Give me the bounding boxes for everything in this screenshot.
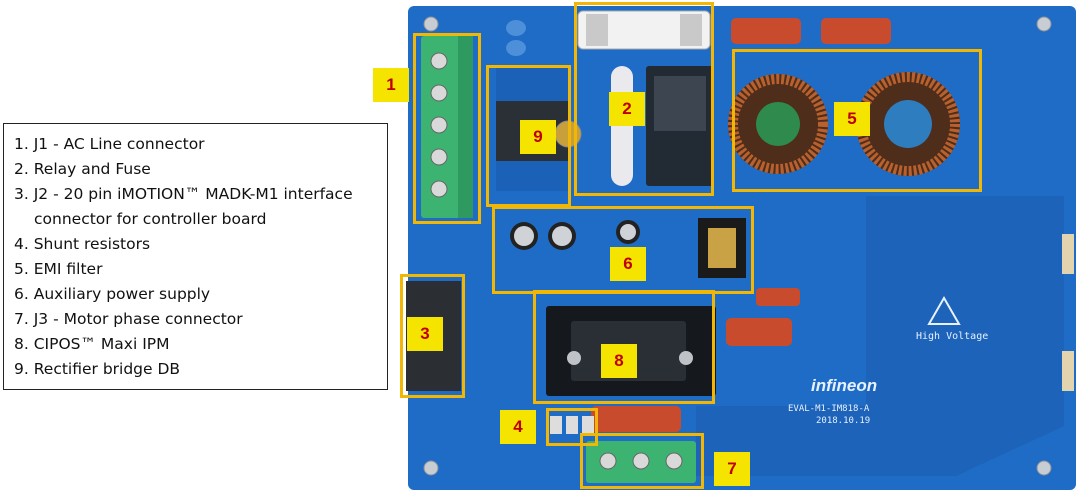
board-model: EVAL-M1-IM818-A (788, 404, 870, 414)
callout-8-badge: 8 (601, 344, 637, 378)
legend-item-8: 8. CIPOS™ Maxi IPM (14, 335, 170, 353)
pcb-artwork (406, 10, 1074, 483)
legend-item-4: 4. Shunt resistors (14, 235, 151, 253)
callout-3-badge: 3 (407, 317, 443, 351)
legend-item-3: 3. J2 - 20 pin iMOTION™ MADK-M1 interfac… (14, 185, 353, 203)
board-date: 2018.10.19 (816, 416, 871, 426)
callout-1-box (413, 33, 481, 224)
callout-2-box (574, 2, 714, 196)
callout-9-box (486, 65, 571, 207)
legend-box: 1. J1 - AC Line connector 2. Relay and F… (3, 123, 388, 390)
legend-item-7: 7. J3 - Motor phase connector (14, 310, 243, 328)
callout-4-badge: 4 (500, 410, 536, 444)
legend-item-2: 2. Relay and Fuse (14, 160, 151, 178)
legend-item-6: 6. Auxiliary power supply (14, 285, 211, 303)
callout-9-badge: 9 (520, 120, 556, 154)
callout-4-box (546, 408, 598, 446)
high-voltage-label: High Voltage (916, 331, 989, 342)
callout-3-box (400, 274, 465, 398)
callout-2-badge: 2 (609, 92, 645, 126)
legend-item-9: 9. Rectifier bridge DB (14, 360, 181, 378)
callout-7-badge: 7 (714, 452, 750, 486)
legend-item-5: 5. EMI filter (14, 260, 103, 278)
callout-8-box (533, 290, 715, 404)
pcb-board: infineon EVAL-M1-IM818-A 2018.10.19 High… (373, 2, 1076, 490)
callout-6-badge: 6 (610, 247, 646, 281)
callout-5-box (732, 49, 982, 192)
legend-item-1: 1. J1 - AC Line connector (14, 135, 205, 153)
callout-1-badge: 1 (373, 68, 409, 102)
callout-7-box (580, 433, 704, 489)
brand-logo: infineon (811, 376, 878, 395)
callout-5-badge: 5 (834, 102, 870, 136)
legend-item-3-cont: connector for controller board (34, 210, 267, 228)
